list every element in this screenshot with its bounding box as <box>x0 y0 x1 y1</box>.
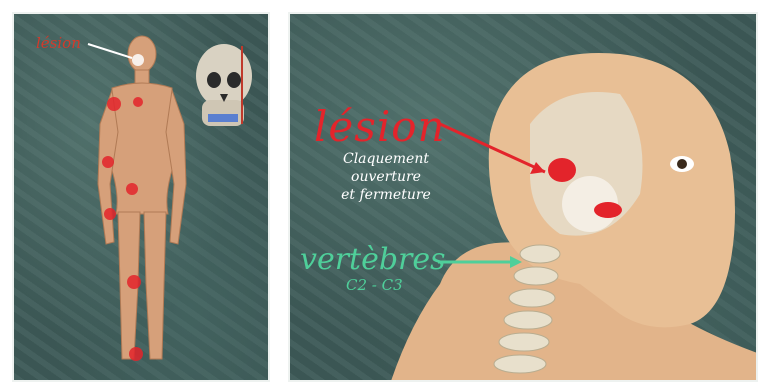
body-overview-panel: lésion <box>12 12 270 382</box>
lesion-description: Claquement ouverture et fermeture <box>316 150 456 204</box>
lesion-label-small: lésion <box>36 34 81 52</box>
description-line: et fermeture <box>316 186 456 204</box>
lesion-title: lésion <box>314 102 446 151</box>
body-figure-illustration <box>14 14 270 382</box>
skull-illustration <box>196 44 252 126</box>
description-line: Claquement <box>316 150 456 168</box>
head-closeup-panel: lésion Claquement ouverture et fermeture… <box>288 12 758 382</box>
vertebrae-code: C2 - C3 <box>346 276 403 294</box>
description-line: ouverture <box>316 168 456 186</box>
vertebrae-title: vertèbres <box>300 242 446 277</box>
